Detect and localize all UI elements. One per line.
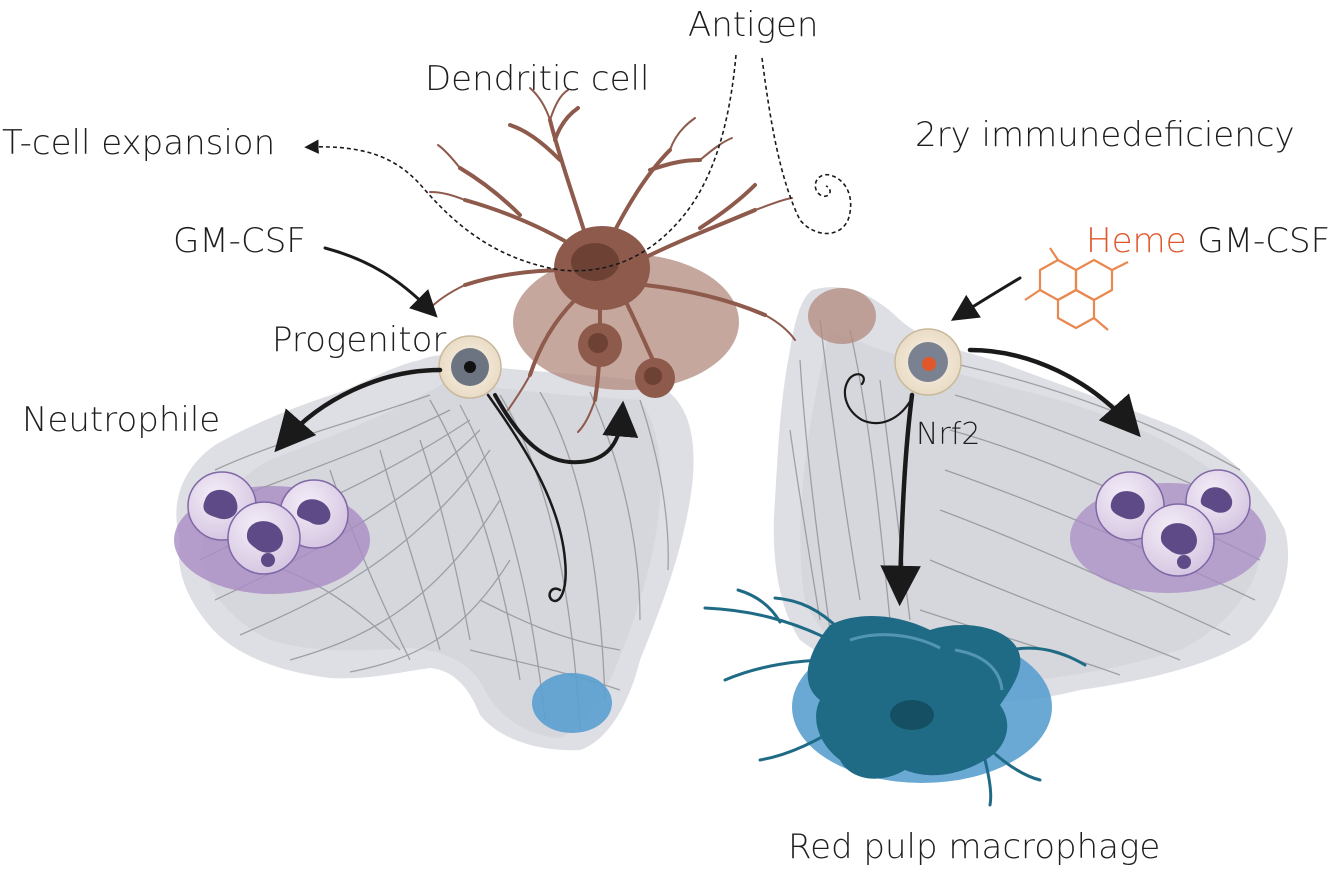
left-progenitor-icon	[438, 335, 502, 399]
gm-csf-right-arrow	[950, 276, 1022, 321]
antigen-dashed-line-right	[761, 57, 852, 235]
progenitor-label: Progenitor	[272, 320, 447, 360]
right-dendritic-zone	[808, 288, 876, 344]
dendritic-cell-icon	[427, 87, 796, 433]
red-pulp-macrophage-label: Red pulp macrophage	[788, 827, 1161, 867]
macrophage-icon	[703, 588, 1087, 807]
left-flow-field	[176, 354, 694, 751]
right-neutrophils-icon	[1095, 469, 1251, 577]
heme-label: Heme	[1086, 221, 1187, 261]
right-progenitor-icon	[894, 328, 962, 396]
dendritic-cell-label: Dendritic cell	[425, 59, 650, 99]
t-cell-expansion-label: T-cell expansion	[2, 123, 276, 163]
heme-gm-csf-label: Heme GM-CSF	[1086, 224, 1330, 258]
gm-csf-left-label: GM-CSF	[173, 221, 306, 261]
gm-csf-left-arrow	[323, 246, 438, 318]
dashed-connectors	[304, 54, 852, 272]
left-neutrophils-icon	[187, 471, 349, 575]
secondary-immunodeficiency-label: 2ry immunedeficiency	[915, 115, 1295, 155]
left-macrophage-zone	[532, 673, 612, 733]
gm-csf-right-label: GM-CSF	[1197, 221, 1331, 261]
heme-molecule-icon	[1024, 247, 1129, 331]
nrf2-label: Nrf2	[916, 417, 981, 452]
to-neutrophile-arrow	[274, 367, 443, 453]
solid-arrows	[274, 246, 1141, 607]
antigen-label: Antigen	[688, 5, 819, 45]
left-spiral-arrow	[486, 393, 567, 603]
right-spiral-arrow	[843, 373, 914, 425]
neutrophile-label: Neutrophile	[22, 400, 221, 440]
to-right-neutrophile-arrow	[967, 347, 1141, 438]
nrf2-arrow	[880, 392, 921, 607]
to-dendritic-arrow	[493, 393, 639, 465]
